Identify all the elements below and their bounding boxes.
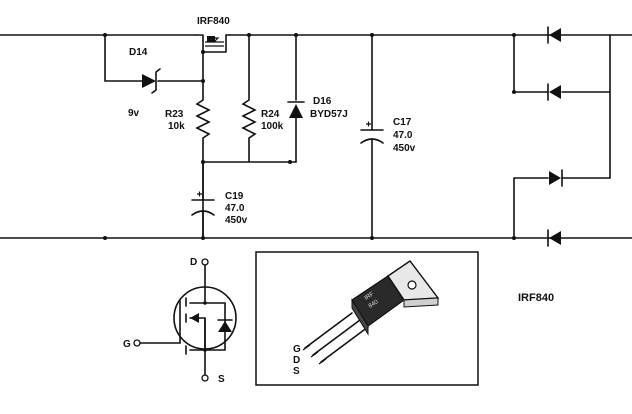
bridge-rectifier	[512, 26, 611, 247]
c19-ref-label: C19	[225, 191, 244, 202]
d14-ref-label: D14	[129, 47, 148, 58]
mosfet-symbol	[133, 258, 237, 382]
c19-value1-label: 47.0	[225, 203, 245, 214]
r24-value-label: 100k	[261, 121, 284, 132]
c17-value1-label: 47.0	[393, 130, 413, 141]
symbol-pin-d: D	[190, 257, 197, 268]
resistor-r24	[202, 34, 297, 163]
zener-d14	[104, 34, 204, 94]
diode-d16	[287, 34, 305, 163]
package-pin-s: S	[293, 366, 300, 377]
c19-value2-label: 450v	[225, 215, 248, 226]
symbol-pin-g: G	[123, 339, 131, 350]
capacitor-c17	[360, 34, 384, 239]
r23-ref-label: R23	[165, 109, 184, 120]
resistor-r23	[195, 51, 211, 239]
junction-dots	[103, 33, 516, 240]
c17-ref-label: C17	[393, 117, 412, 128]
symbol-pin-s: S	[218, 374, 225, 385]
capacitor-c19	[191, 161, 215, 239]
c17-value2-label: 450v	[393, 143, 416, 154]
package-pin-g: G	[293, 344, 301, 355]
d14-value-label: 9v	[128, 108, 140, 119]
svg-text:IRF: IRF	[364, 291, 376, 301]
to220-package: IRF 840	[302, 260, 440, 365]
svg-text:840: 840	[368, 299, 380, 310]
package-label: IRF840	[518, 292, 554, 304]
mosfet-irf840-schematic	[195, 34, 231, 54]
d16-value-label: BYD57J	[310, 109, 348, 120]
d16-ref-label: D16	[313, 96, 332, 107]
r23-value-label: 10k	[168, 121, 185, 132]
package-pin-d: D	[293, 355, 300, 366]
mosfet-top-label: IRF840	[197, 16, 230, 27]
r24-ref-label: R24	[261, 109, 280, 120]
